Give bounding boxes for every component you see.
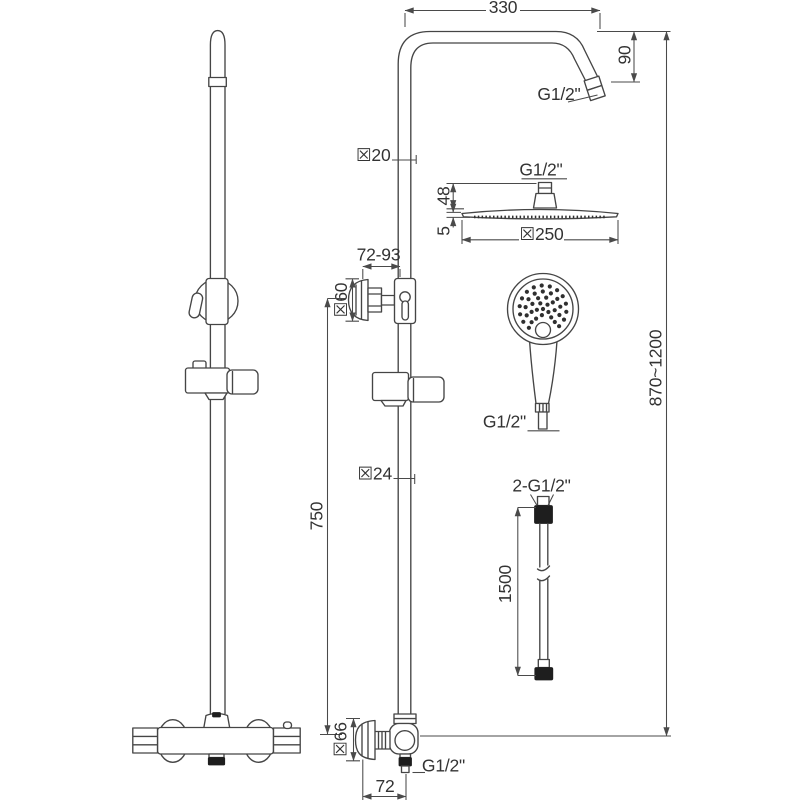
front-view bbox=[132, 29, 301, 766]
dim-rain-edge: 5 bbox=[434, 226, 454, 236]
hand-shower-big-nozzle bbox=[534, 321, 552, 339]
spray-dot bbox=[530, 301, 535, 306]
dim-hose-length: 1500 bbox=[495, 564, 515, 603]
hand-shower-detail bbox=[506, 272, 580, 430]
spray-dot bbox=[524, 289, 530, 294]
front-valve bbox=[132, 712, 301, 766]
label-arm-thread: G1/2" bbox=[537, 84, 580, 104]
spray-dot bbox=[558, 304, 563, 309]
label-valve-outlet-thread: G1/2" bbox=[422, 756, 465, 776]
spray-dot bbox=[526, 325, 532, 330]
spray-dot bbox=[534, 316, 539, 321]
spray-dot bbox=[539, 283, 544, 288]
spray-dot bbox=[557, 312, 562, 318]
dim-rain-hub-height: 48 bbox=[434, 186, 454, 205]
spray-dot bbox=[534, 307, 540, 312]
dim-bracket-offset: 72-93 bbox=[357, 245, 401, 265]
spray-dots bbox=[517, 283, 569, 330]
spray-dot bbox=[538, 301, 543, 306]
spray-dot bbox=[531, 285, 536, 290]
front-bracket-clamp bbox=[205, 277, 229, 326]
spray-dot bbox=[524, 313, 529, 318]
dim-bracket-diameter: ☒60 bbox=[331, 282, 351, 317]
spray-dot bbox=[529, 320, 534, 325]
spray-dot bbox=[544, 295, 549, 300]
spray-dot bbox=[547, 284, 552, 289]
spray-dot bbox=[540, 306, 546, 312]
dimensions: 330 90 G1/2" 870~1200 ☒20 G1/2" 48 5 ☒25… bbox=[307, 0, 671, 800]
spray-dot bbox=[549, 315, 554, 320]
rain-head-detail bbox=[461, 181, 619, 220]
side-valve-flange bbox=[354, 719, 376, 761]
dim-lower-pipe-diameter: ☒24 bbox=[357, 464, 392, 484]
dim-arm-reach: 330 bbox=[489, 0, 518, 17]
spray-dot bbox=[518, 312, 523, 317]
dim-rain-diameter: ☒250 bbox=[519, 224, 564, 244]
hose-detail bbox=[534, 495, 554, 681]
spray-dot bbox=[555, 296, 560, 301]
label-rain-thread: G1/2" bbox=[519, 160, 562, 180]
side-valve-outlet bbox=[398, 757, 412, 767]
label-handshower-thread: G1/2" bbox=[483, 412, 526, 432]
spray-dot bbox=[550, 300, 555, 305]
side-wall-bracket bbox=[347, 277, 417, 325]
spray-dot bbox=[555, 288, 560, 293]
spray-dot bbox=[536, 296, 541, 301]
spray-dot bbox=[517, 304, 522, 309]
side-valve-body bbox=[388, 722, 419, 755]
spray-dot bbox=[552, 319, 557, 325]
dim-valve-offset: 72 bbox=[375, 776, 394, 796]
spray-dot bbox=[548, 291, 554, 296]
front-bracket-lever bbox=[188, 292, 204, 319]
side-slider-holder bbox=[371, 371, 445, 407]
spray-dot bbox=[545, 302, 550, 307]
spray-dot bbox=[546, 309, 551, 315]
front-slider-holder bbox=[184, 360, 259, 401]
spray-dot bbox=[563, 301, 569, 306]
spray-dot bbox=[557, 324, 562, 329]
spray-dot bbox=[523, 305, 528, 310]
spray-dot bbox=[539, 313, 545, 318]
dim-arm-drop: 90 bbox=[615, 45, 635, 65]
front-valve-body bbox=[156, 726, 275, 755]
spray-dot bbox=[561, 317, 567, 322]
spray-dot bbox=[560, 294, 565, 299]
dim-overall-height: 870~1200 bbox=[646, 329, 666, 406]
side-valve bbox=[354, 713, 419, 774]
spray-dot bbox=[552, 308, 557, 313]
spray-dot bbox=[521, 319, 526, 324]
spray-dot bbox=[540, 289, 545, 294]
dim-upper-pipe-diameter: ☒20 bbox=[356, 145, 391, 165]
front-valve-outlet bbox=[207, 757, 226, 766]
dim-valve-flange-diameter: ☒66 bbox=[331, 722, 351, 757]
hose-top-connector bbox=[534, 505, 553, 524]
hose-bottom-connector bbox=[534, 667, 554, 681]
side-riser-and-arm bbox=[397, 30, 606, 715]
label-hose-thread: 2-G1/2" bbox=[512, 476, 570, 496]
spray-dot bbox=[564, 309, 569, 314]
spray-dot bbox=[526, 297, 531, 302]
dim-slide-bar-length: 750 bbox=[307, 501, 327, 530]
spray-dot bbox=[529, 309, 534, 314]
spray-dot bbox=[519, 296, 525, 301]
side-view bbox=[347, 30, 619, 774]
spray-dot bbox=[532, 291, 537, 296]
front-wall-bracket bbox=[188, 277, 239, 326]
front-pipe-band bbox=[208, 76, 227, 88]
hand-shower-handle bbox=[528, 339, 558, 405]
